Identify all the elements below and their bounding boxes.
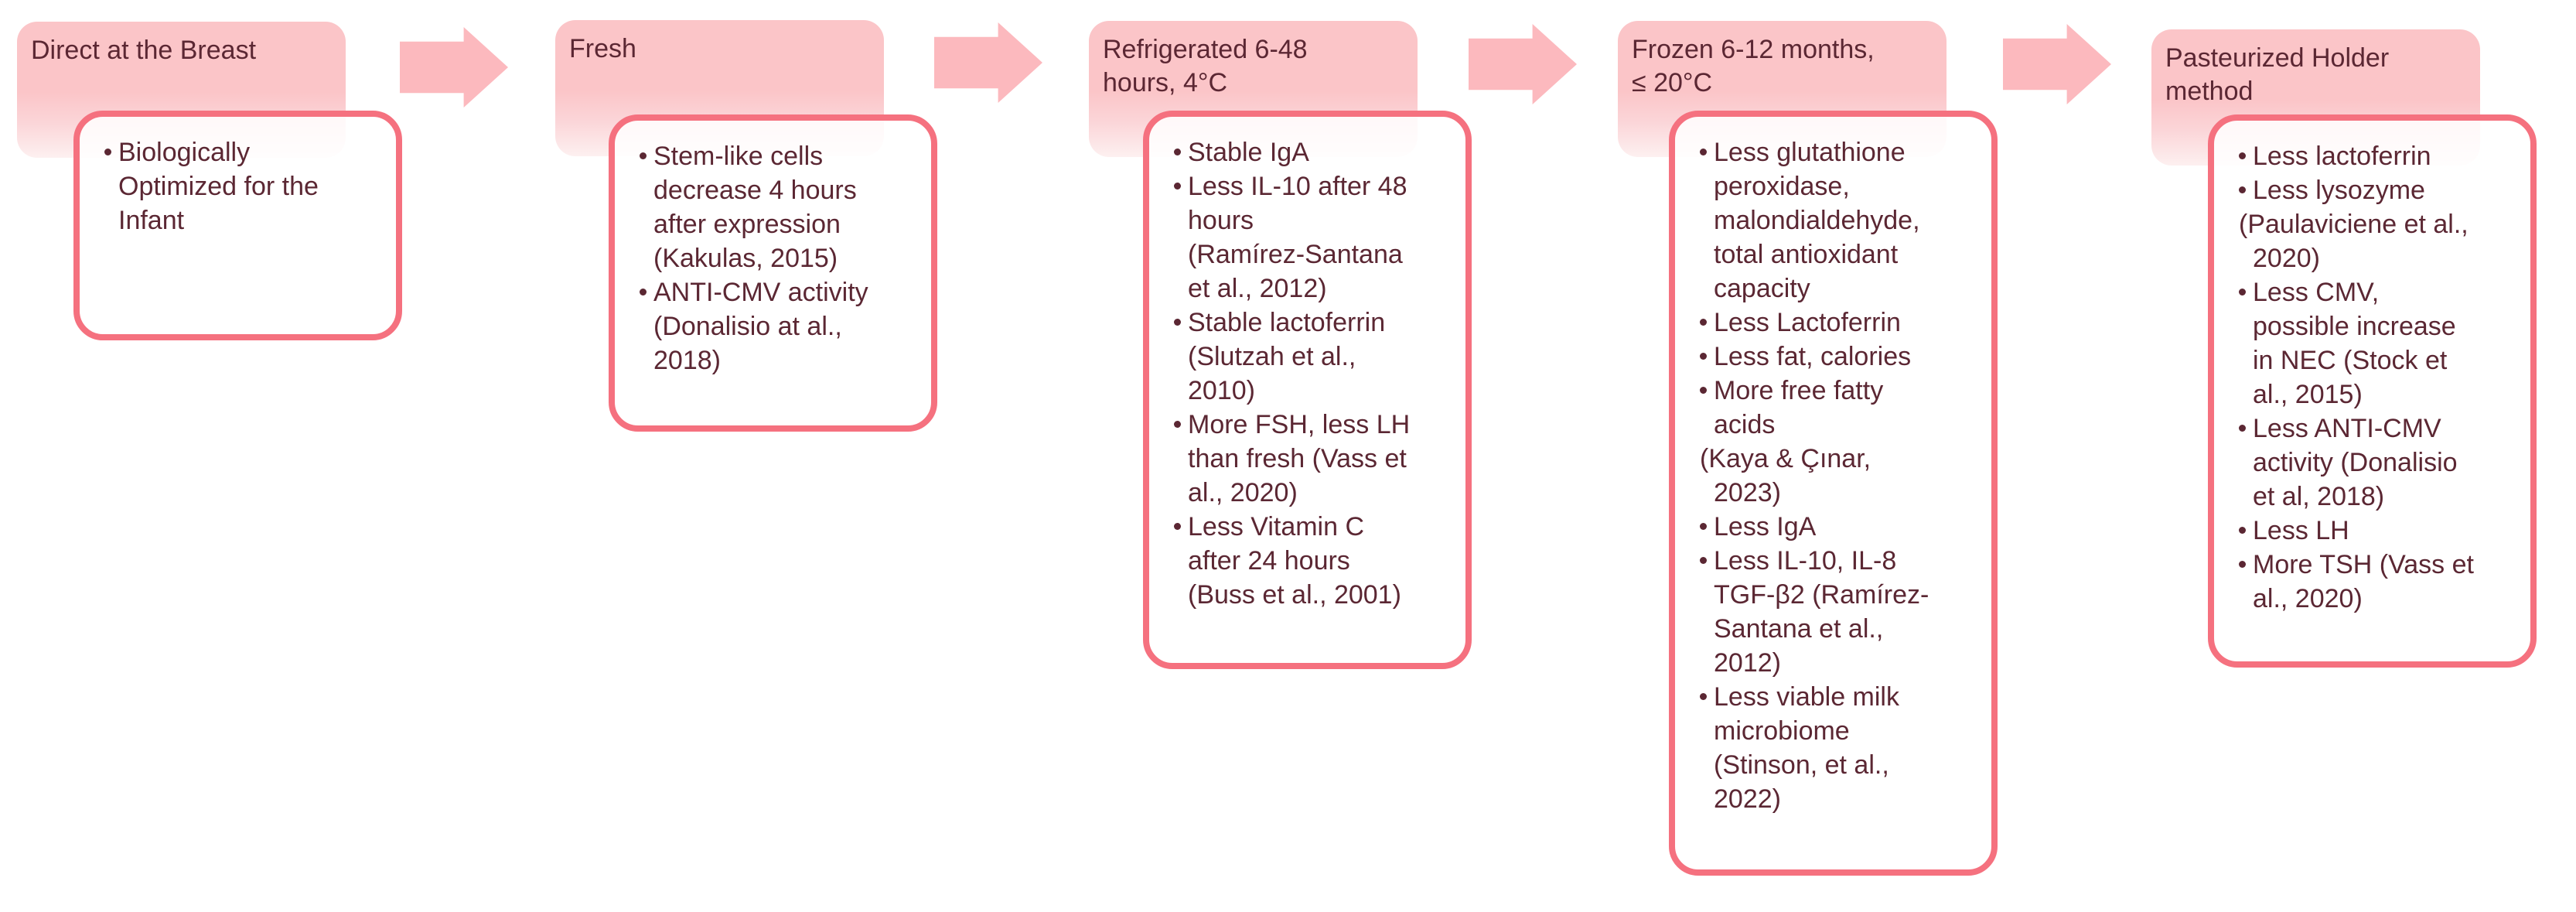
list-item: Less ANTI-CMV activity (Donalisio et al,… — [2239, 412, 2476, 514]
stage-content-fresh: Stem-like cells decrease 4 hours after e… — [609, 114, 937, 432]
list-item: Less CMV, possible increase in NEC (Stoc… — [2239, 275, 2476, 412]
list-item: Less fat, calories — [1700, 340, 1937, 374]
flow-arrow — [1469, 24, 1577, 104]
list-item: Less lysozyme — [2239, 173, 2476, 207]
list-item: Stable lactoferrin (Slutzah et al., 2010… — [1174, 306, 1411, 408]
stage-title: Fresh — [569, 34, 636, 63]
bullet-list: Less glutathione peroxidase, malondialde… — [1700, 135, 1937, 816]
bullet-list: Stem-like cells decrease 4 hours after e… — [640, 139, 877, 377]
list-item: More free fatty acids — [1700, 374, 1937, 442]
bullet-list: Biologically Optimized for the Infant — [104, 135, 342, 237]
stage-title: Pasteurized Holder — [2165, 43, 2390, 73]
stage-title: Frozen 6-12 months, — [1632, 35, 1875, 64]
list-item: More TSH (Vass et al., 2020) — [2239, 548, 2476, 616]
list-item: Less Lactoferrin — [1700, 306, 1937, 340]
flow-arrow — [934, 22, 1042, 103]
list-item: Less IL-10 after 48 hours (Ramírez‑Santa… — [1174, 169, 1411, 306]
list-item: Less IgA — [1700, 510, 1937, 544]
list-item: Stem-like cells decrease 4 hours after e… — [640, 139, 877, 275]
list-item: Less IL-10, IL-8 TGF-β2 (Ramírez-Santana… — [1700, 544, 1937, 680]
list-item: Less lactoferrin — [2239, 139, 2476, 173]
stage-title-line2: ≤ 20°C — [1632, 68, 1713, 97]
stage-title-line2: method — [2165, 77, 2254, 106]
stage-content-direct-at-breast: Biologically Optimized for the Infant — [73, 111, 402, 340]
list-item: Biologically Optimized for the Infant — [104, 135, 342, 237]
list-item: Stable IgA — [1174, 135, 1411, 169]
list-item-citation: (Kaya & Çınar, 2023) — [1700, 444, 1871, 507]
stage-title-line2: hours, 4°C — [1103, 68, 1228, 97]
list-item-citation: (Paulaviciene et al., 2020) — [2239, 210, 2469, 273]
list-item: More FSH, less LH than fresh (Vass et al… — [1174, 408, 1411, 510]
flow-arrow — [400, 27, 508, 108]
list-item: Less Vitamin C after 24 hours (Buss et a… — [1174, 510, 1411, 612]
list-item: Less LH — [2239, 514, 2476, 548]
stage-content-frozen: Less glutathione peroxidase, malondialde… — [1669, 111, 1998, 876]
stage-title: Refrigerated 6-48 — [1103, 35, 1308, 64]
stage-title: Direct at the Breast — [31, 36, 257, 65]
list-item: ANTI-CMV activity (Donalisio at al., 201… — [640, 275, 877, 377]
list-item: Less glutathione peroxidase, malondialde… — [1700, 135, 1937, 306]
flow-arrow — [2003, 24, 2111, 104]
list-item: Less viable milk microbiome (Stinson, et… — [1700, 680, 1937, 816]
